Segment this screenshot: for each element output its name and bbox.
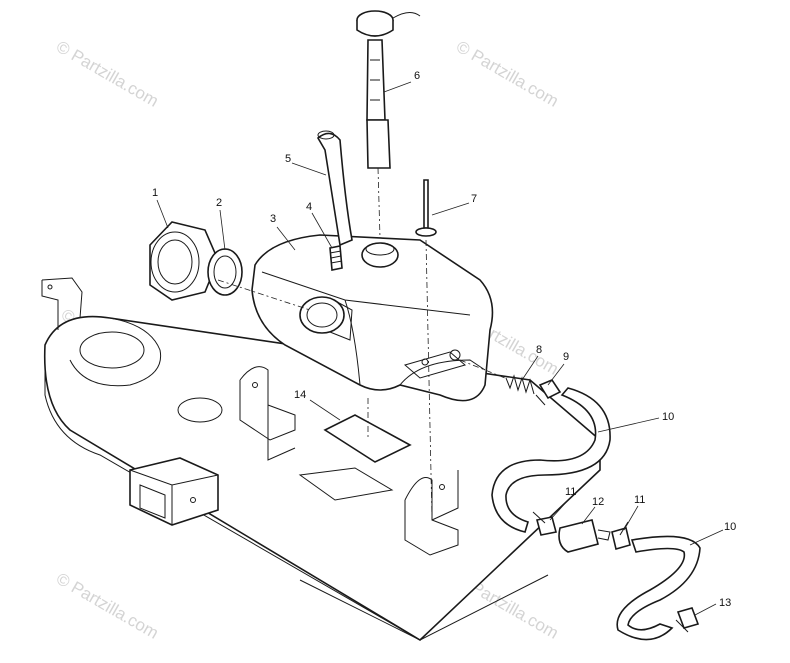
callout-1: 1 xyxy=(152,187,158,199)
callout-10-lower: 10 xyxy=(724,521,736,533)
fuel-line-part-10-lower xyxy=(616,535,701,641)
callout-11-right: 11 xyxy=(634,494,645,506)
callout-14: 14 xyxy=(294,389,306,401)
callout-2: 2 xyxy=(216,197,222,209)
callout-13: 13 xyxy=(719,597,731,609)
callout-3: 3 xyxy=(270,213,276,225)
callout-7: 7 xyxy=(471,193,477,205)
callout-8: 8 xyxy=(536,344,542,356)
clamp-part-11-right xyxy=(611,521,631,550)
watermark-bottom-left: © Partzilla.com xyxy=(53,569,162,643)
fuel-line-part-10-upper xyxy=(491,387,611,533)
fuel-tank-part-3 xyxy=(251,234,494,402)
assembly-lines xyxy=(217,167,506,521)
clamp-part-9 xyxy=(535,379,562,406)
fuel-cap-part-1 xyxy=(149,221,219,301)
clamp-part-13 xyxy=(675,607,700,633)
screw-part-7 xyxy=(415,179,437,237)
pad-part-14 xyxy=(323,414,412,463)
callout-5: 5 xyxy=(285,153,291,165)
watermark-top-left: © Partzilla.com xyxy=(53,37,162,111)
leader-lines xyxy=(156,81,724,616)
filter-part-12 xyxy=(558,519,611,553)
fuel-gauge-part-6 xyxy=(356,10,421,169)
vent-hose-part-5 xyxy=(316,130,353,247)
callout-6: 6 xyxy=(414,70,420,82)
callout-12: 12 xyxy=(592,496,604,508)
callout-9: 9 xyxy=(563,351,569,363)
callouts: 1 2 3 4 5 6 7 8 9 10 11 12 11 10 13 14 xyxy=(152,70,736,609)
callout-4: 4 xyxy=(306,201,312,213)
fitting-part-4 xyxy=(329,245,343,271)
watermark-top-right: © Partzilla.com xyxy=(453,37,562,111)
callout-11-left: 11 xyxy=(565,486,576,498)
gasket-part-2 xyxy=(207,248,243,296)
spring-part-8 xyxy=(505,374,535,395)
clamp-part-11-left xyxy=(532,511,557,536)
callout-10-upper: 10 xyxy=(662,411,674,423)
